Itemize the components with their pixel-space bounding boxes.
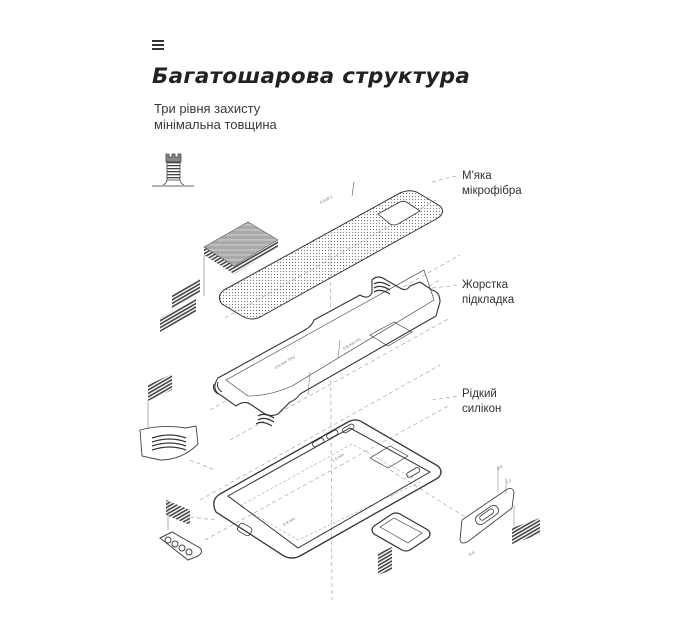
silicone-bumper-layer: 1.5 mm 0.8 mm — [213, 419, 442, 559]
material-swatch — [148, 279, 540, 575]
svg-text:0.5: 0.5 — [468, 549, 476, 556]
hamburger-menu-icon[interactable] — [152, 40, 164, 52]
layer-label-liquid-silicone: Рідкий силікон — [462, 388, 502, 415]
microfiber-layer: 0.5±0.1 — [203, 181, 444, 320]
tower-icon — [152, 153, 194, 187]
subtitle: Три рівня захисту мінімальна товщина — [154, 101, 277, 133]
page-title: Багатошарова структура — [152, 64, 471, 88]
svg-text:1.5 mm: 1.5 mm — [331, 452, 346, 463]
corner-detail — [139, 402, 199, 461]
svg-text:0.8: 0.8 — [496, 463, 504, 470]
layer-label-hard-shell: Жорстка підкладка — [462, 279, 515, 306]
svg-text:1.2: 1.2 — [505, 477, 513, 484]
subtitle-line-2: мінімальна товщина — [154, 117, 277, 132]
svg-text:0.8 mm: 0.8 mm — [282, 516, 297, 527]
button-strip-detail — [159, 500, 203, 561]
svg-text:0.5±0.1: 0.5±0.1 — [319, 193, 334, 204]
camera-ring-part — [371, 512, 431, 552]
hard-shell-layer: 0.5 mm TPU 0.8 mm PC — [213, 269, 441, 427]
layer-label-microfiber: М'яка мікрофібра — [462, 170, 522, 197]
side-button-detail: 0.8 1.2 0.5 — [459, 463, 515, 557]
subtitle-line-1: Три рівня захисту — [154, 101, 261, 116]
